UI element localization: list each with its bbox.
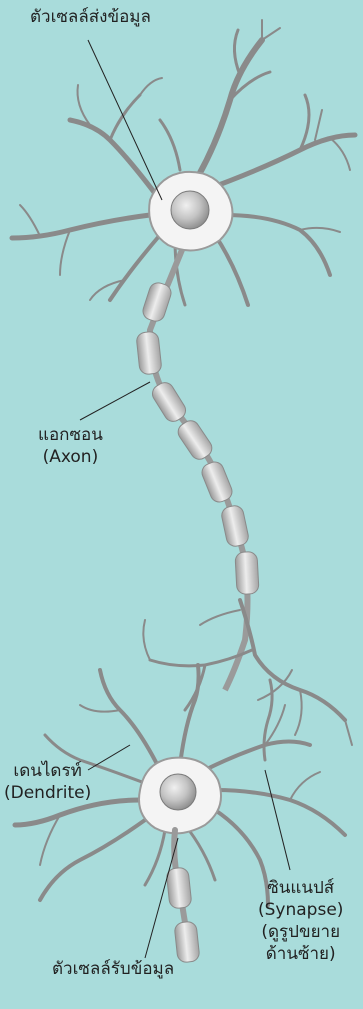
sending-neuron [12, 20, 355, 305]
leader-dendrite [88, 745, 130, 770]
sending-cell-text: ตัวเซลล์ส่งข้อมูล [30, 6, 151, 28]
synapse-label: ซินแนปส์ (Synapse) (ดูรูปขยาย ด้านซ้าย) [258, 877, 343, 965]
synapse-thai-text: ซินแนปส์ [258, 877, 343, 899]
axon-english-text: (Axon) [38, 446, 103, 468]
receiving-cell-text: ตัวเซลล์รับข้อมูล [52, 958, 174, 980]
axon [136, 250, 259, 690]
receiving-nucleus [160, 774, 196, 810]
synapse-english-text: (Synapse) [258, 899, 343, 921]
sending-nucleus [171, 191, 209, 229]
dendrite-label: เดนไดรท์ (Dendrite) [4, 760, 91, 804]
sending-dendrites [12, 20, 355, 305]
axon-terminals [143, 600, 352, 760]
synapse-note-line-2: ด้านซ้าย) [258, 943, 343, 965]
axon-label: แอกซอน (Axon) [38, 424, 103, 468]
receiving-cell-label: ตัวเซลล์รับข้อมูล [52, 958, 174, 980]
leader-synapse [265, 770, 290, 870]
axon-thai-text: แอกซอน [38, 424, 103, 446]
leader-axon [80, 382, 150, 420]
dendrite-thai-text: เดนไดรท์ [4, 760, 91, 782]
sending-cell-label: ตัวเซลล์ส่งข้อมูล [30, 6, 151, 28]
dendrite-english-text: (Dendrite) [4, 782, 91, 804]
leader-sending-cell [88, 40, 162, 200]
synapse-note-line-1: (ดูรูปขยาย [258, 921, 343, 943]
